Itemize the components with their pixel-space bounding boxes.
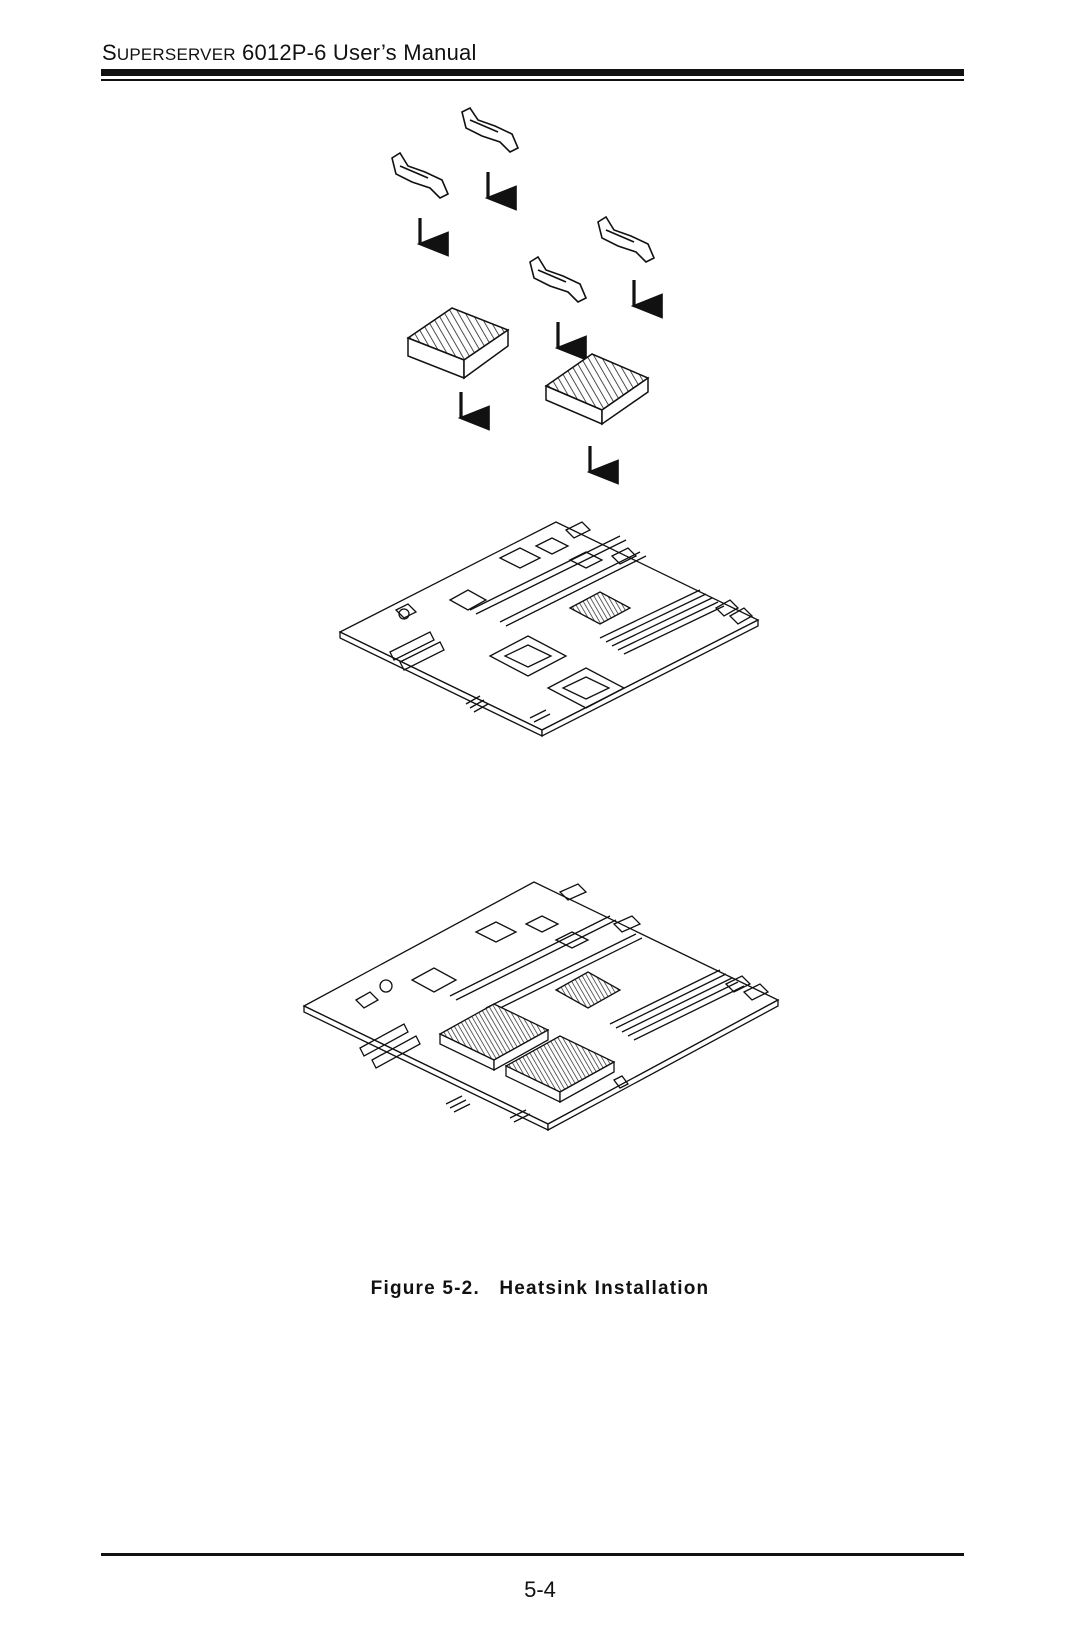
- header-title-rest: 6012P-6 User’s Manual: [235, 40, 477, 65]
- retention-clip-3: [597, 215, 656, 263]
- motherboard-after: [302, 881, 780, 1132]
- running-header: SUPERSERVER 6012P-6 User’s Manual: [102, 40, 477, 66]
- heatsink-left: [406, 307, 510, 380]
- retention-clip-2: [391, 151, 450, 199]
- footer-rule: [101, 1553, 964, 1556]
- page-number: 5-4: [524, 1577, 556, 1602]
- retention-clip-1: [461, 106, 520, 153]
- heatsink-right: [544, 353, 650, 426]
- figure-caption: Figure 5-2. Heatsink Installation: [370, 1278, 710, 1299]
- header-title-initial: S: [102, 40, 117, 65]
- motherboard-before: [338, 521, 760, 738]
- header-title-smallcaps: UPERSERVER: [116, 45, 236, 64]
- installation-arrows: [416, 172, 663, 485]
- retention-clip-4: [529, 255, 588, 303]
- header-rule-thick: [101, 69, 964, 76]
- header-rule-thin: [101, 79, 964, 81]
- heatsink-installation-illustration: [302, 106, 780, 1132]
